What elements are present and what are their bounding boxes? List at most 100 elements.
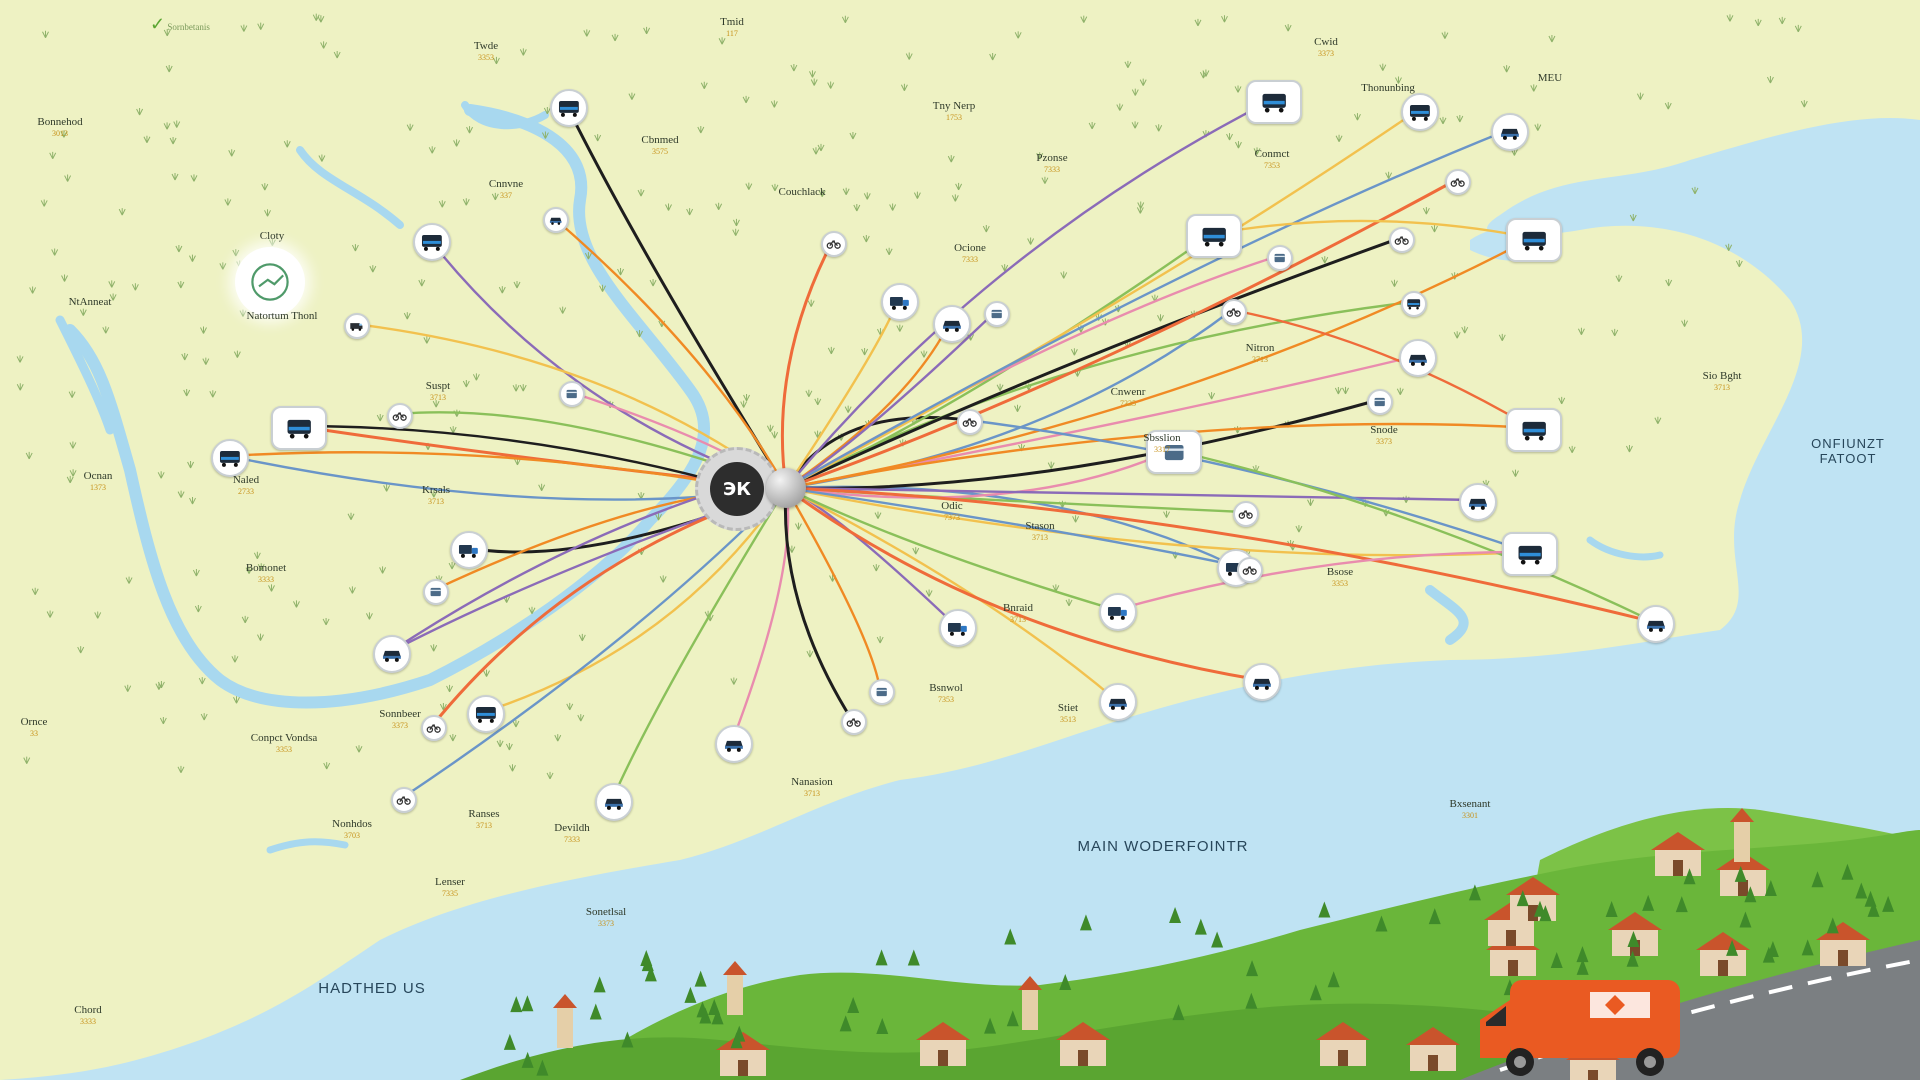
bike-icon[interactable] bbox=[1237, 557, 1263, 583]
bus-icon[interactable] bbox=[1401, 291, 1427, 317]
truck-icon[interactable] bbox=[450, 531, 488, 569]
tree-icon bbox=[1764, 880, 1777, 897]
tree-icon bbox=[1550, 952, 1563, 969]
bus-icon[interactable] bbox=[1401, 93, 1439, 131]
place-code: 3353 bbox=[478, 52, 494, 62]
water-label-east: ONFIUNZT FATOOT bbox=[1811, 436, 1885, 466]
place-name: Conmct bbox=[1254, 148, 1290, 160]
bus-icon[interactable] bbox=[271, 406, 327, 450]
bike-icon[interactable] bbox=[1445, 169, 1471, 195]
route-line bbox=[483, 487, 787, 714]
bus-icon[interactable] bbox=[1186, 214, 1242, 258]
tree-icon bbox=[644, 965, 657, 982]
place-code: 7333 bbox=[563, 834, 580, 844]
place-code: 7333 bbox=[961, 254, 978, 264]
bus-icon[interactable] bbox=[413, 223, 451, 261]
truck-icon[interactable] bbox=[881, 283, 919, 321]
route-line bbox=[730, 487, 790, 743]
package-icon[interactable] bbox=[984, 301, 1010, 327]
central-hub[interactable]: ЭК bbox=[695, 447, 779, 531]
car-icon[interactable] bbox=[1243, 663, 1281, 701]
package-icon[interactable] bbox=[1146, 430, 1202, 474]
place-name: Chord bbox=[74, 1004, 102, 1016]
truck-icon[interactable] bbox=[1099, 593, 1137, 631]
place-code: 3713 bbox=[803, 788, 820, 798]
bike-icon[interactable] bbox=[841, 709, 867, 735]
van-icon[interactable] bbox=[344, 313, 370, 339]
tower-icon bbox=[1730, 808, 1754, 862]
route-line bbox=[1231, 308, 1533, 430]
route-line bbox=[1211, 219, 1533, 240]
package-icon[interactable] bbox=[423, 579, 449, 605]
truck-icon[interactable] bbox=[939, 609, 977, 647]
place-name: Bomonet bbox=[245, 562, 287, 574]
tree-icon bbox=[1327, 971, 1340, 988]
place-label: MEU bbox=[1538, 72, 1562, 85]
bus-icon[interactable] bbox=[467, 695, 505, 733]
place-code: 3713 bbox=[1713, 382, 1730, 392]
place-code: 3713 bbox=[430, 392, 446, 402]
package-icon[interactable] bbox=[559, 381, 585, 407]
place-name: Pzonse bbox=[1036, 152, 1068, 164]
bike-icon[interactable] bbox=[421, 715, 447, 741]
car-icon[interactable] bbox=[1459, 483, 1497, 521]
bike-icon[interactable] bbox=[957, 409, 983, 435]
route-line bbox=[1171, 448, 1655, 624]
tower-icon bbox=[1018, 976, 1042, 1030]
car-icon[interactable] bbox=[595, 783, 633, 821]
tree-icon bbox=[875, 949, 888, 966]
tree-icon bbox=[847, 996, 860, 1013]
house-icon bbox=[1056, 1022, 1110, 1066]
bike-icon[interactable] bbox=[1233, 501, 1259, 527]
car-icon[interactable] bbox=[1099, 683, 1137, 721]
bus-icon[interactable] bbox=[550, 89, 588, 127]
tree-icon bbox=[1675, 896, 1688, 913]
route-line bbox=[785, 486, 1249, 570]
car-icon[interactable] bbox=[715, 725, 753, 763]
bike-icon[interactable] bbox=[387, 403, 413, 429]
city-ring-icon[interactable] bbox=[235, 247, 305, 317]
car-icon[interactable] bbox=[933, 305, 971, 343]
bus-icon[interactable] bbox=[1502, 532, 1558, 576]
hub-junction[interactable] bbox=[766, 468, 806, 508]
route-line bbox=[785, 486, 1655, 624]
tree-icon bbox=[1576, 958, 1589, 975]
car-icon[interactable] bbox=[1491, 113, 1529, 151]
bike-icon[interactable] bbox=[1221, 299, 1247, 325]
tree-icon bbox=[730, 1032, 743, 1049]
delivery-van-icon[interactable] bbox=[1480, 980, 1680, 1076]
package-icon[interactable] bbox=[869, 679, 895, 705]
package-icon[interactable] bbox=[1367, 389, 1393, 415]
place-name: Bonnehod bbox=[37, 116, 83, 128]
bike-icon[interactable] bbox=[821, 231, 847, 257]
car-icon[interactable] bbox=[373, 635, 411, 673]
tree-icon bbox=[684, 986, 697, 1003]
route-line bbox=[967, 418, 1529, 554]
bike-icon[interactable] bbox=[1389, 227, 1415, 253]
bus-icon[interactable] bbox=[1246, 80, 1302, 124]
tree-icon bbox=[521, 1051, 534, 1068]
package-icon[interactable] bbox=[1267, 245, 1293, 271]
bike-icon[interactable] bbox=[391, 787, 417, 813]
place-name: Stiet bbox=[1057, 702, 1079, 714]
bus-icon[interactable] bbox=[1506, 408, 1562, 452]
tree-icon bbox=[1576, 946, 1589, 963]
car-icon[interactable] bbox=[543, 207, 569, 233]
bus-icon[interactable] bbox=[1506, 218, 1562, 262]
car-icon[interactable] bbox=[1637, 605, 1675, 643]
car-icon[interactable] bbox=[1399, 339, 1437, 377]
bus-icon[interactable] bbox=[211, 439, 249, 477]
tree-icon bbox=[907, 949, 920, 966]
